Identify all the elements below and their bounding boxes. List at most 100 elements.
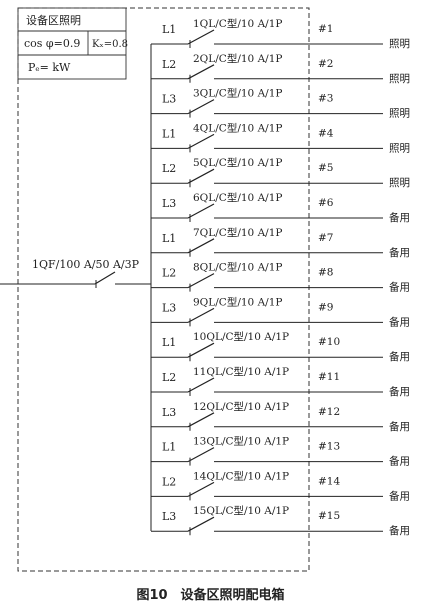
circuit-row: L2 5QL/C型/10 A/1P #5 照明 [151,156,410,189]
circuit-use-label: 备用 [389,420,410,433]
circuit-id-label: #3 [318,93,333,105]
circuit-id-label: #10 [318,336,340,348]
circuit-switch-blade [187,377,215,393]
circuit-use-label: 照明 [389,38,410,50]
circuit-breaker-label: 10QL/C型/10 A/1P [193,330,289,343]
circuit-switch-blade [187,412,215,428]
circuit-row: L2 8QL/C型/10 A/1P #8 备用 [151,261,410,294]
circuit-breaker-label: 6QL/C型/10 A/1P [193,191,282,204]
circuit-list: L1 1QL/C型/10 A/1P #1 照明 L2 2QL/C型/10 A/1P #2 照明… [151,17,410,537]
circuit-breaker-label: 2QL/C型/10 A/1P [193,52,282,65]
circuit-use-label: 备用 [389,211,410,224]
info-box-power: Pₑ= kW [28,61,71,74]
main-feeder: 1QF/100 A/50 A/3P [0,258,151,288]
circuit-use-label: 备用 [389,455,410,468]
circuit-phase-label: L1 [162,232,176,245]
circuit-switch-blade [187,203,215,219]
circuit-use-label: 备用 [389,246,410,259]
circuit-use-label: 备用 [389,350,410,363]
circuit-phase-label: L3 [162,510,176,523]
circuit-id-label: #4 [318,127,334,139]
circuit-id-label: #8 [318,267,333,279]
circuit-row: L1 4QL/C型/10 A/1P #4 照明 [151,121,410,154]
circuit-row: L1 7QL/C型/10 A/1P #7 备用 [151,226,410,259]
circuit-phase-label: L1 [162,23,176,36]
circuit-switch-blade [187,481,215,497]
circuit-row: L3 15QL/C型/10 A/1P #15 备用 [151,504,410,537]
figure-caption: 图10 设备区照明配电箱 [136,588,285,603]
main-breaker-label: 1QF/100 A/50 A/3P [32,258,140,271]
circuit-use-label: 照明 [389,73,410,85]
circuit-breaker-label: 15QL/C型/10 A/1P [193,504,289,517]
circuit-phase-label: L3 [162,406,176,419]
circuit-switch-blade [187,307,215,323]
circuit-switch-blade [187,273,215,289]
circuit-row: L3 9QL/C型/10 A/1P #9 备用 [151,295,410,328]
circuit-row: L1 10QL/C型/10 A/1P #10 备用 [151,330,410,363]
circuit-id-label: #12 [318,406,340,418]
circuit-phase-label: L2 [162,162,176,175]
circuit-breaker-label: 8QL/C型/10 A/1P [193,261,282,274]
circuit-row: L1 13QL/C型/10 A/1P #13 备用 [151,435,410,468]
circuit-phase-label: L1 [162,441,176,454]
circuit-breaker-label: 1QL/C型/10 A/1P [193,17,282,30]
circuit-use-label: 照明 [389,108,410,120]
circuit-row: L2 14QL/C型/10 A/1P #14 备用 [151,469,410,502]
circuit-breaker-label: 11QL/C型/10 A/1P [193,365,289,378]
circuit-phase-label: L2 [162,58,176,71]
circuit-use-label: 备用 [389,315,410,328]
circuit-phase-label: L2 [162,475,176,488]
circuit-use-label: 备用 [389,385,410,398]
circuit-switch-blade [187,29,215,45]
circuit-phase-label: L1 [162,127,176,140]
circuit-id-label: #1 [318,23,333,35]
info-box-demand-factor: Kₓ=0.8 [92,39,128,50]
circuit-breaker-label: 3QL/C型/10 A/1P [193,87,282,100]
circuit-row: L1 1QL/C型/10 A/1P #1 照明 [151,17,410,50]
circuit-phase-label: L2 [162,371,176,384]
circuit-use-label: 照明 [389,142,410,154]
circuit-phase-label: L2 [162,267,176,280]
circuit-row: L3 12QL/C型/10 A/1P #12 备用 [151,400,410,433]
circuit-id-label: #7 [318,232,333,244]
circuit-switch-blade [187,238,215,254]
circuit-switch-blade [187,99,215,115]
circuit-switch-blade [187,447,215,463]
circuit-row: L3 3QL/C型/10 A/1P #3 照明 [151,87,410,120]
circuit-breaker-label: 14QL/C型/10 A/1P [193,469,289,482]
circuit-use-label: 备用 [389,524,410,537]
info-box-title: 设备区照明 [26,13,81,27]
circuit-id-label: #11 [318,371,340,383]
circuit-breaker-label: 4QL/C型/10 A/1P [193,121,282,134]
circuit-id-label: #9 [318,301,333,313]
circuit-id-label: #15 [318,510,340,522]
circuit-row: L2 11QL/C型/10 A/1P #11 备用 [151,365,410,398]
circuit-switch-blade [187,64,215,80]
circuit-breaker-label: 13QL/C型/10 A/1P [193,435,289,448]
circuit-use-label: 备用 [389,281,410,294]
circuit-id-label: #5 [318,162,333,174]
info-box: 设备区照明 cos φ=0.9 Kₓ=0.8 Pₑ= kW [17,7,128,80]
circuit-use-label: 备用 [389,489,410,502]
circuit-id-label: #14 [318,475,340,487]
circuit-breaker-label: 7QL/C型/10 A/1P [193,226,282,239]
circuit-id-label: #13 [318,441,340,453]
circuit-switch-blade [187,516,215,532]
panel-enclosure [17,7,310,572]
circuit-phase-label: L1 [162,336,176,349]
circuit-id-label: #6 [318,197,334,209]
circuit-id-label: #2 [318,58,333,70]
circuit-switch-blade [187,342,215,358]
circuit-breaker-label: 5QL/C型/10 A/1P [193,156,282,169]
circuit-use-label: 照明 [389,177,410,189]
circuit-switch-blade [187,168,215,184]
circuit-breaker-label: 12QL/C型/10 A/1P [193,400,289,413]
circuit-row: L2 2QL/C型/10 A/1P #2 照明 [151,52,410,85]
circuit-breaker-label: 9QL/C型/10 A/1P [193,295,282,308]
circuit-switch-blade [187,133,215,149]
circuit-phase-label: L3 [162,301,176,314]
circuit-phase-label: L3 [162,93,176,106]
info-box-power-factor: cos φ=0.9 [24,37,80,50]
